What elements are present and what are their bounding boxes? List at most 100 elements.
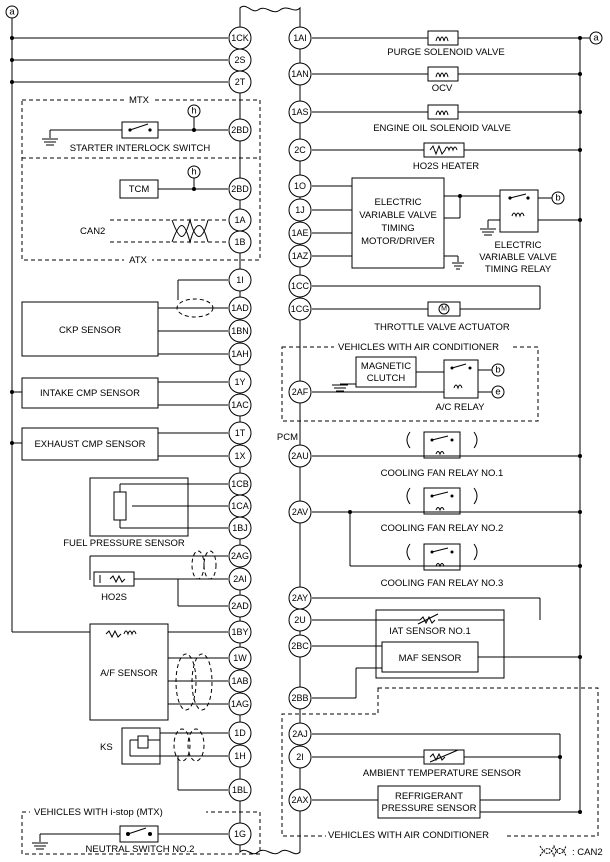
magnetic-clutch-box	[355, 356, 417, 388]
ho2s-heater-group: HO2S HEATER	[312, 142, 582, 172]
svg-text:1CC: 1CC	[291, 281, 310, 291]
ho2s-label: HO2S	[101, 592, 127, 603]
svg-text:1G: 1G	[234, 829, 246, 839]
ac-group-label: VEHICLES WITH AIR CONDITIONER	[338, 342, 499, 353]
solenoid-coil-icon	[435, 72, 449, 78]
svg-text:1AC: 1AC	[231, 400, 249, 410]
ref-b-1: b	[555, 193, 560, 204]
legend-can2-label: : CAN2	[572, 847, 603, 858]
left-power-bus: a	[5, 5, 228, 633]
pin-left-1ad: 1AD	[228, 296, 252, 320]
starter-interlock-label: STARTER INTERLOCK SWITCH	[70, 143, 211, 154]
ambient-label: AMBIENT TEMPERATURE SENSOR	[363, 768, 521, 779]
pin-left-2bd: 2BD	[228, 177, 252, 201]
evvt-line2: VARIABLE VALVE	[359, 210, 437, 221]
svg-text:1H: 1H	[234, 751, 246, 761]
svg-text:1BN: 1BN	[231, 326, 249, 336]
pcm-pins-right: 1AI1AN1AS2C1O1J1AE1AZ1CC1CG2AF2AU2AV2AY2…	[288, 26, 312, 812]
pin-right-2bc: 2BC	[288, 634, 312, 658]
exhaust-cmp-label: EXHAUST CMP SENSOR	[34, 439, 145, 450]
ckp-sensor-label: CKP SENSOR	[59, 325, 121, 336]
evvt-relay-group: b ELECTRIC VARIABLE VALVE TIMING RELAY	[479, 189, 582, 275]
ac-group-2: VEHICLES WITH AIR CONDITIONER AMBIENT TE…	[281, 687, 599, 841]
ks-label: KS	[100, 742, 113, 753]
pin-right-1ai: 1AI	[288, 26, 312, 50]
purge-label: PURGE SOLENOID VALVE	[387, 47, 504, 58]
heater-resistor-icon	[429, 144, 458, 156]
svg-text:2AJ: 2AJ	[292, 729, 308, 739]
pin-left-1ac: 1AC	[228, 393, 252, 417]
ground-icon	[480, 228, 496, 236]
svg-text:1CG: 1CG	[291, 304, 310, 314]
svg-text:2AY: 2AY	[292, 593, 308, 603]
svg-text:1CK: 1CK	[231, 33, 249, 43]
evvt-line4: MOTOR/DRIVER	[361, 236, 435, 247]
can2-label: CAN2	[80, 226, 105, 237]
maf-label: MAF SENSOR	[399, 653, 462, 664]
evvt-line1: ELECTRIC	[375, 197, 422, 208]
cooling-fan-relay-1: COOLING FAN RELAY NO.1	[312, 431, 582, 479]
ground-icon	[32, 842, 48, 850]
solenoid-coil-icon	[435, 110, 449, 116]
mtx-label: MTX	[129, 95, 150, 106]
pin-right-2ax: 2AX	[288, 788, 312, 812]
iat-maf-group: IAT SENSOR NO.1 MAF SENSOR	[312, 597, 582, 699]
svg-text:1J: 1J	[295, 205, 305, 215]
evvt-line3: TIMING	[381, 223, 414, 234]
svg-text:2T: 2T	[235, 77, 246, 87]
relay-icon	[499, 189, 539, 233]
evvt-relay-line2: VARIABLE VALVE	[479, 252, 557, 263]
ac-group: VEHICLES WITH AIR CONDITIONER MAGNETIC C…	[281, 342, 539, 422]
svg-text:2AV: 2AV	[292, 507, 308, 517]
af-sensor-label: A/F SENSOR	[100, 668, 158, 679]
pin-left-1a: 1A	[228, 208, 252, 232]
pin-left-1b: 1B	[228, 230, 252, 254]
purge-solenoid-group: PURGE SOLENOID VALVE	[312, 30, 582, 58]
ckp-sensor-group: CKP SENSOR	[21, 279, 228, 357]
engine-oil-label: ENGINE OIL SOLENOID VALVE	[373, 123, 511, 134]
svg-text:2BC: 2BC	[291, 641, 309, 651]
svg-text:1W: 1W	[233, 653, 247, 663]
svg-text:1B: 1B	[234, 237, 245, 247]
pin-left-1g: 1G	[228, 822, 252, 846]
exhaust-cmp-group: EXHAUST CMP SENSOR	[21, 427, 228, 461]
ref-b-2: b	[495, 365, 500, 376]
svg-text:1AZ: 1AZ	[292, 251, 309, 261]
neutral-switch	[119, 825, 159, 843]
svg-text:1AS: 1AS	[291, 107, 308, 117]
pin-left-1y: 1Y	[228, 370, 252, 394]
ac-group2-label: VEHICLES WITH AIR CONDITIONER	[328, 830, 489, 841]
ocv-label: OCV	[432, 83, 453, 94]
pin-right-2bb: 2BB	[288, 686, 312, 710]
pin-right-1an: 1AN	[288, 62, 312, 86]
svg-text:1AH: 1AH	[231, 349, 249, 359]
pin-left-1bl: 1BL	[228, 778, 252, 802]
intake-cmp-label: INTAKE CMP SENSOR	[40, 388, 140, 399]
intake-cmp-box	[21, 377, 159, 409]
pin-right-2au: 2AU	[288, 444, 312, 468]
svg-text:1AN: 1AN	[291, 69, 309, 79]
throttle-label: THROTTLE VALVE ACTUATOR	[374, 322, 510, 333]
pcm-body: PCM	[239, 5, 301, 855]
evvt-relay-line3: TIMING RELAY	[485, 264, 552, 275]
maf-sensor-box	[381, 641, 479, 673]
fan1-label: COOLING FAN RELAY NO.1	[381, 468, 504, 479]
ground-icon	[452, 262, 464, 270]
svg-text:2BD: 2BD	[231, 184, 249, 194]
pin-left-1bj: 1BJ	[228, 516, 252, 540]
pin-right-1cc: 1CC	[288, 274, 312, 298]
mtx-atx-group: MTX ATX h STARTER INTERLOCK SWITCH TCM h…	[21, 95, 261, 266]
relay-icon	[423, 487, 461, 515]
knock-sensor-icon	[137, 735, 149, 749]
svg-text:1BY: 1BY	[231, 627, 248, 637]
pin-right-1o: 1O	[288, 174, 312, 198]
fan2-label: COOLING FAN RELAY NO.2	[381, 523, 504, 534]
right-power-bus: a	[579, 31, 603, 812]
ckp-sensor-box	[21, 301, 159, 357]
svg-text:1BL: 1BL	[232, 785, 248, 795]
istop-group-label: VEHICLES WITH i-stop (MTX)	[34, 807, 163, 818]
svg-text:1BJ: 1BJ	[232, 523, 248, 533]
svg-text:2C: 2C	[294, 145, 306, 155]
pin-left-1t: 1T	[228, 421, 252, 445]
